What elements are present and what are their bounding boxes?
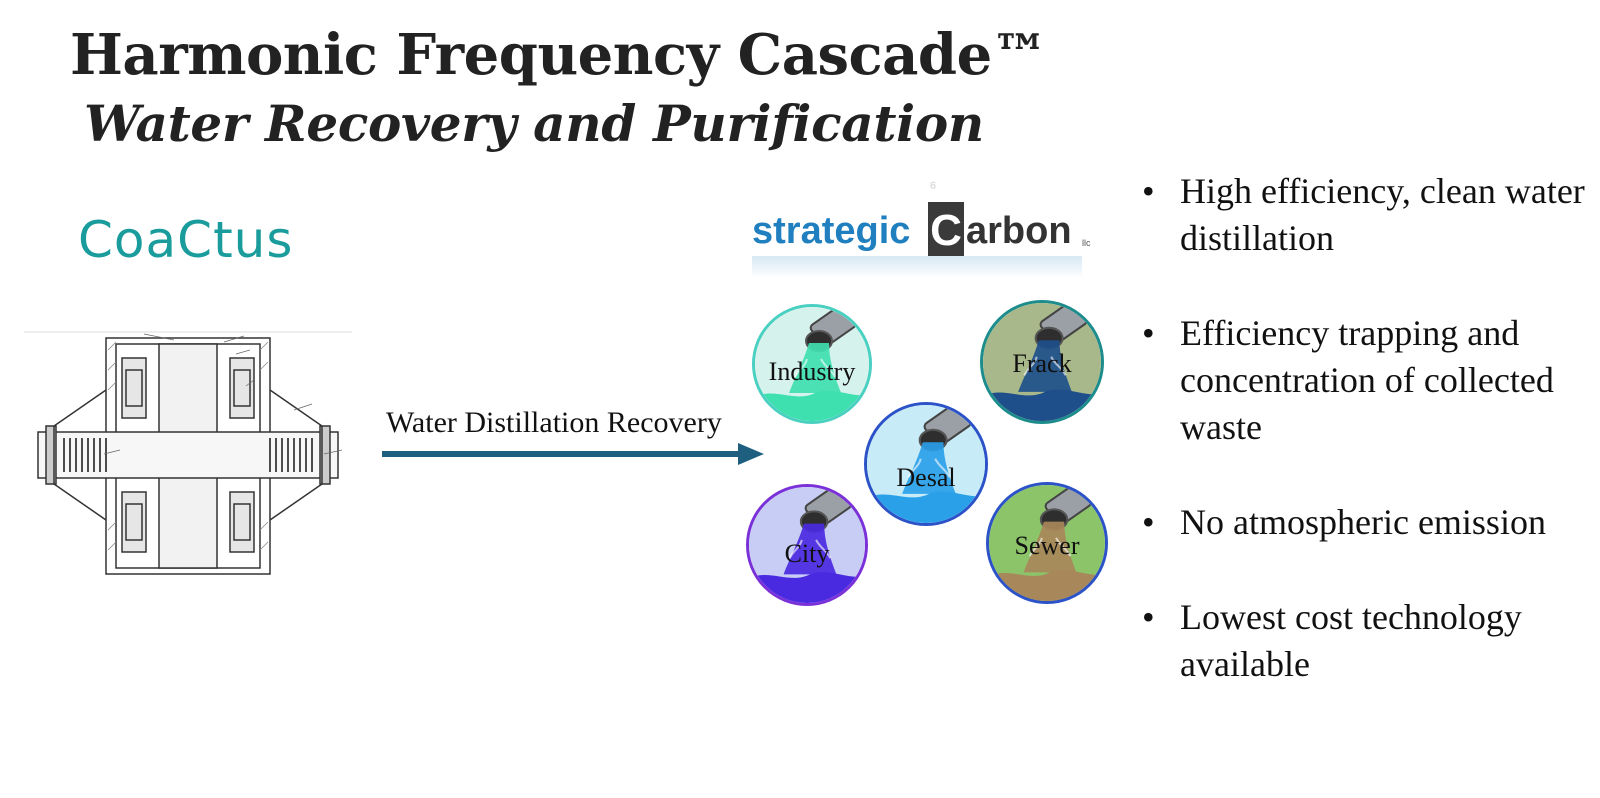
frack-pipe-icon bbox=[983, 303, 1101, 421]
city-water-highlight bbox=[788, 539, 832, 559]
frack-water-highlight bbox=[1023, 356, 1067, 376]
frack-water-pool bbox=[983, 389, 1101, 421]
industry-pipe-icon bbox=[755, 307, 869, 421]
desal-water-highlight bbox=[907, 458, 951, 478]
benefit-item: • Efficiency trapping and concentration o… bbox=[1140, 310, 1590, 451]
sewer-water-stream bbox=[1023, 521, 1077, 573]
industry-water-pool bbox=[755, 390, 869, 421]
city-pipe-icon bbox=[749, 487, 865, 603]
bullet-marker: • bbox=[1142, 502, 1155, 542]
strategic-carbon-atomic-number: 6 bbox=[930, 180, 937, 192]
benefit-text: Efficiency trapping and concentration of… bbox=[1180, 313, 1554, 447]
desal-pipe-icon bbox=[867, 405, 985, 523]
cascade-device-diagram bbox=[24, 330, 352, 580]
benefit-item: • Lowest cost technology available bbox=[1140, 594, 1590, 688]
strategic-carbon-element-box: C 6 bbox=[928, 180, 964, 256]
city-water-stream bbox=[783, 523, 837, 575]
coactus-logo-tus: tus bbox=[213, 211, 294, 269]
desal-water-stream bbox=[902, 442, 956, 494]
benefit-text: No atmospheric emission bbox=[1180, 502, 1546, 542]
strategic-carbon-word-strategic: strategic bbox=[752, 210, 911, 252]
industry-water-stream bbox=[789, 343, 841, 393]
sewer-water-highlight bbox=[1028, 537, 1072, 557]
source-city-label: City bbox=[784, 539, 830, 568]
flow-label: Water Distillation Recovery bbox=[386, 406, 722, 439]
source-sewer-label: Sewer bbox=[1014, 531, 1080, 560]
slide-title: Harmonic Frequency Cascade™ bbox=[70, 22, 1048, 88]
source-frack: Frack bbox=[980, 300, 1104, 424]
strategic-carbon-word-arbon: arbon bbox=[966, 210, 1072, 252]
source-industry: Industry bbox=[752, 304, 872, 424]
bullet-marker: • bbox=[1142, 171, 1155, 211]
source-desal-label: Desal bbox=[896, 463, 956, 492]
industry-water-highlight bbox=[794, 358, 836, 378]
strategic-carbon-reflection bbox=[752, 256, 1082, 278]
strategic-carbon-boxed-letter: C bbox=[930, 206, 962, 255]
city-water-pool bbox=[749, 572, 865, 603]
strategic-carbon-llc: llc bbox=[1082, 238, 1091, 248]
coactus-logo-c1: C bbox=[78, 211, 114, 269]
source-desal: Desal bbox=[864, 402, 988, 526]
coactus-logo-oa: oa bbox=[113, 211, 178, 269]
source-sewer: Sewer bbox=[986, 482, 1108, 604]
benefits-list: • High efficiency, clean water distillati… bbox=[1140, 168, 1590, 736]
benefit-text: High efficiency, clean water distillatio… bbox=[1180, 171, 1585, 258]
benefit-item: • High efficiency, clean water distillati… bbox=[1140, 168, 1590, 262]
sewer-pipe-icon bbox=[989, 485, 1105, 601]
coactus-logo-c2: C bbox=[177, 211, 214, 269]
coactus-logo: CoaCtus bbox=[78, 208, 293, 272]
bullet-marker: • bbox=[1142, 313, 1155, 353]
source-city: City bbox=[746, 484, 868, 606]
sewer-water-pool bbox=[989, 570, 1105, 601]
strategic-carbon-logo: strategic C 6 arbon llc bbox=[752, 180, 1102, 280]
source-industry-label: Industry bbox=[768, 357, 856, 386]
benefit-item: • No atmospheric emission bbox=[1140, 499, 1590, 546]
benefit-text: Lowest cost technology available bbox=[1180, 597, 1522, 684]
desal-water-pool bbox=[867, 491, 985, 523]
source-frack-label: Frack bbox=[1012, 349, 1072, 378]
slide-subtitle: Water Recovery and Purification bbox=[84, 94, 984, 153]
frack-water-stream bbox=[1018, 340, 1072, 392]
flow-arrow bbox=[382, 443, 764, 465]
bullet-marker: • bbox=[1142, 597, 1155, 637]
